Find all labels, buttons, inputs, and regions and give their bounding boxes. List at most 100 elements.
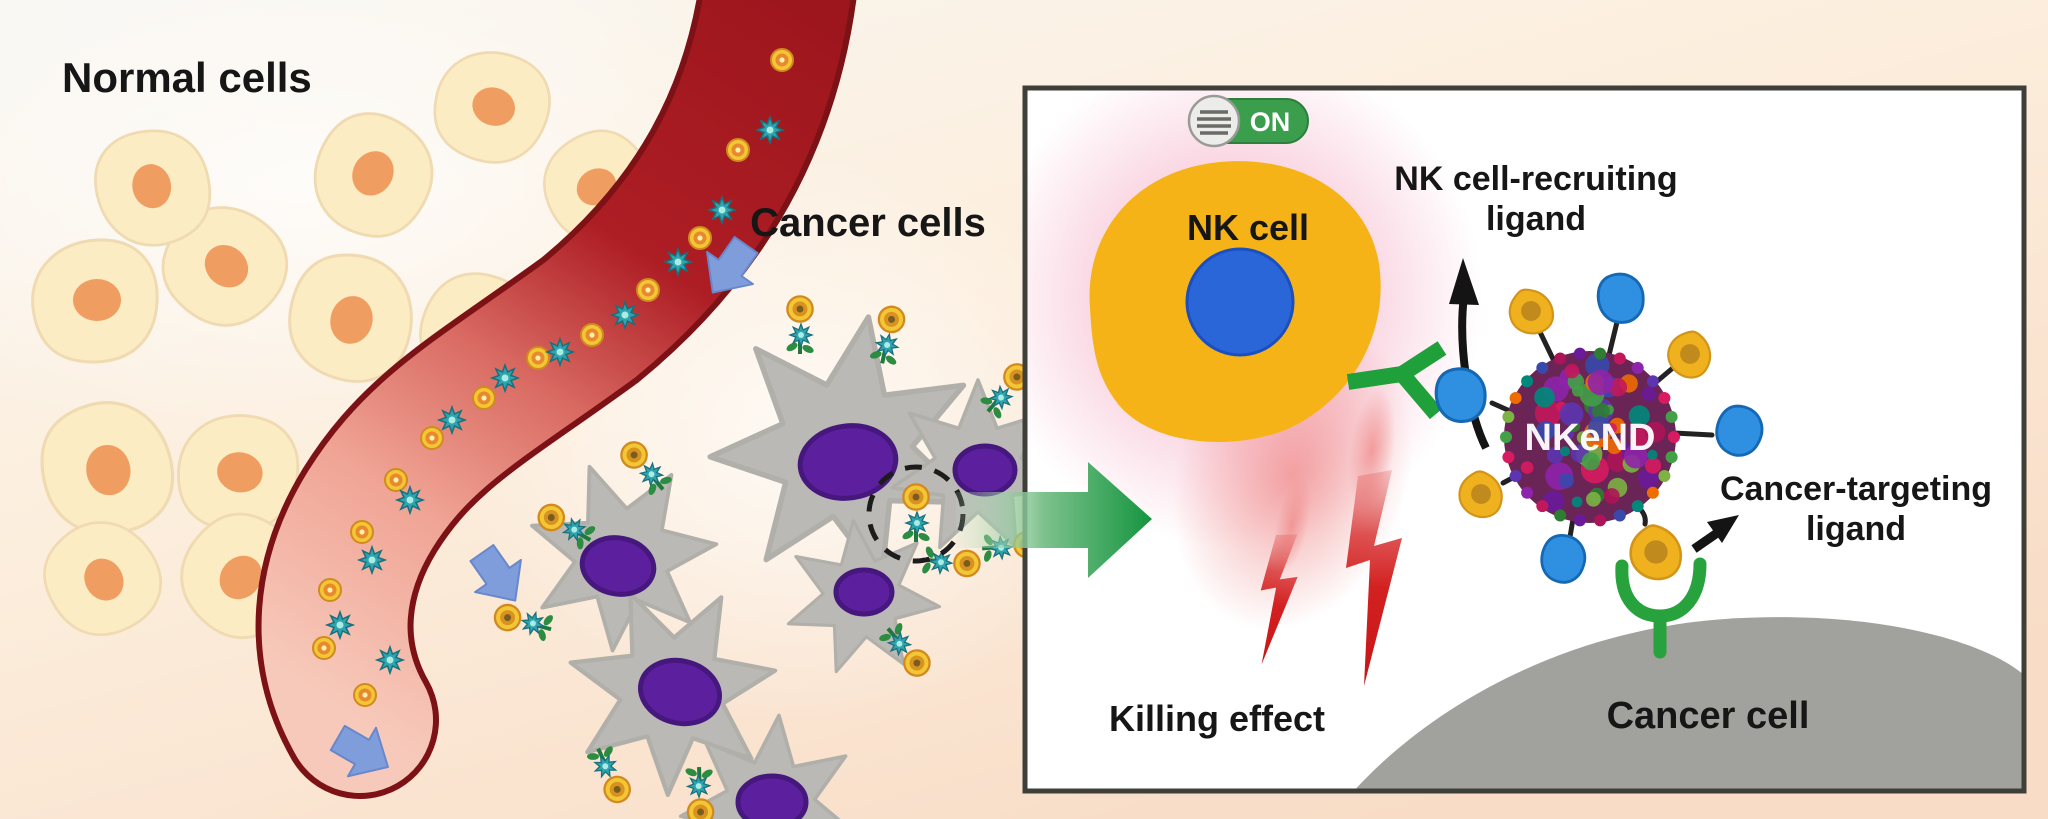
nanodrug-rim-bump xyxy=(1521,375,1534,388)
striped-knob-icon xyxy=(1187,94,1241,148)
toggle-state-label: ON xyxy=(1250,107,1291,137)
green-y-receptor-icon xyxy=(1346,341,1447,420)
teal-star-nanoparticle-icon xyxy=(438,406,466,434)
nanodrug-rim-bump xyxy=(1554,509,1567,522)
nanodrug-rim-bump xyxy=(1573,347,1586,360)
nanodrug-speckle xyxy=(1641,387,1657,402)
nanodrug-speckle xyxy=(1558,473,1574,489)
nanodrug-rim-bump xyxy=(1665,451,1678,464)
normal-cell-shape xyxy=(31,238,159,364)
yellow-ring-particle-icon xyxy=(384,468,408,492)
nk-cell-nucleus xyxy=(1185,247,1295,357)
nanodrug-label: NKeND xyxy=(1525,417,1656,459)
nanodrug-speckle xyxy=(1647,449,1658,460)
nanodrug-rim-bump xyxy=(1554,352,1567,365)
nanodrug-protein-speckles xyxy=(1500,347,1680,527)
cancer-cell-nucleus xyxy=(952,443,1018,497)
cancer-cell-nucleus xyxy=(579,535,657,597)
nanodrug-speckle xyxy=(1559,446,1571,457)
cancer-cell-nucleus xyxy=(797,423,899,501)
cancer-cell-nucleus xyxy=(735,773,809,819)
nanodrug-rim-bump xyxy=(1536,500,1549,513)
nanodrug-rim-bump xyxy=(1502,410,1515,423)
black-up-right-arrow-icon xyxy=(1691,515,1739,553)
knob-stripes-icon xyxy=(1197,110,1231,135)
nanodrug-rim-bump xyxy=(1502,451,1515,464)
yellow-ring-particle-icon xyxy=(318,578,342,602)
cancer-cell-nucleus xyxy=(637,657,723,727)
yellow-ring-particle-icon xyxy=(770,48,794,72)
nanodrug-rim-bump xyxy=(1631,500,1644,513)
nk-recruiting-label-line2: ligand xyxy=(1486,200,1586,238)
nanodrug-rim-bump xyxy=(1668,431,1680,443)
teal-star-nanoparticle-icon xyxy=(396,486,424,514)
nanodrug-speckle xyxy=(1563,428,1574,440)
nanodrug-rim-bump xyxy=(1646,375,1659,388)
nanodrug-rim-bump xyxy=(1509,470,1522,482)
nanodrug-speckle xyxy=(1603,488,1620,504)
nanodrug-speckle xyxy=(1644,421,1666,443)
teal-star-nanoparticle-icon xyxy=(756,116,784,144)
nanodrug-speckle xyxy=(1628,405,1650,427)
nanodrug-rim-bump xyxy=(1658,470,1671,482)
detail-panel-border xyxy=(1022,85,2027,794)
nk-recruiting-label-line1: NK cell-recruiting xyxy=(1394,160,1677,198)
nanodrug-rim-bump xyxy=(1646,486,1659,499)
nanodrug-speckle xyxy=(1564,363,1580,379)
green-cup-receptor-icon xyxy=(1615,557,1707,659)
teal-star-nanoparticle-icon xyxy=(708,196,736,224)
nanodrug-nkend: NKeND xyxy=(1456,268,1769,587)
yellow-ring-particle-icon xyxy=(353,683,377,707)
cancer-targeting-label-line2: ligand xyxy=(1806,510,1906,548)
detail-panel-content: NK cell ON NK cell-recruiting ligand xyxy=(1025,88,2024,791)
cancer-cell-dome xyxy=(1353,617,2024,791)
yellow-ring-particle-icon xyxy=(312,636,336,660)
teal-star-nanoparticle-icon xyxy=(611,301,639,329)
nanodrug-speckle xyxy=(1520,461,1534,474)
teal-star-nanoparticle-icon xyxy=(491,364,519,392)
nanodrug-speckle xyxy=(1546,447,1564,464)
nanodrug-speckle xyxy=(1536,420,1556,440)
nanodrug-rim-bump xyxy=(1509,392,1522,404)
nk-cell-label: NK cell xyxy=(1187,207,1309,248)
yellow-ring-particle-icon xyxy=(420,426,444,450)
toggle-on-icon: ON xyxy=(1187,94,1309,148)
cancer-cells-label: Cancer cells xyxy=(750,201,986,245)
nanodrug-speckle xyxy=(1581,452,1601,471)
teal-star-nanoparticle-icon xyxy=(546,338,574,366)
cancer-cell-nucleus xyxy=(833,567,895,617)
teal-star-nanoparticle-icon xyxy=(358,546,386,574)
nanodrug-speckle xyxy=(1592,402,1610,421)
nanodrug-rim-bump xyxy=(1613,352,1626,365)
yellow-ring-particle-icon xyxy=(350,520,374,544)
nanodrug-speckle xyxy=(1571,496,1583,508)
nanodrug-rim-bump xyxy=(1613,509,1626,522)
teal-star-nanoparticle-icon xyxy=(376,646,404,674)
teal-star-nanoparticle-icon xyxy=(326,611,354,639)
nanodrug-rim-bump xyxy=(1500,431,1512,443)
nanodrug-speckle xyxy=(1559,402,1584,427)
cancer-cells-cluster xyxy=(500,294,1066,819)
yellow-ring-particle-icon xyxy=(580,323,604,347)
nanodrug-speckle xyxy=(1624,444,1648,469)
nanodrug-speckle xyxy=(1534,386,1555,408)
yellow-ring-particle-icon xyxy=(526,346,550,370)
nanodrug-speckle xyxy=(1588,416,1611,439)
nanodrug-speckle xyxy=(1606,437,1623,455)
cancer-targeting-label-line1: Cancer-targeting xyxy=(1720,470,1992,508)
nanodrug-speckle xyxy=(1586,491,1601,507)
yellow-ring-particle-icon xyxy=(688,226,712,250)
cancer-cell-label: Cancer cell xyxy=(1607,695,1810,737)
nanodrug-rim-bump xyxy=(1521,486,1534,499)
nanodrug-speckle xyxy=(1572,385,1584,397)
nanodrug-rim-bump xyxy=(1536,361,1549,374)
yellow-ring-particle-icon xyxy=(636,278,660,302)
green-right-arrow-icon xyxy=(956,462,1152,578)
nanodrug-speckle xyxy=(1645,457,1662,474)
teal-star-nanoparticle-icon xyxy=(664,248,692,276)
nanodrug-rim-bump xyxy=(1665,410,1678,423)
nanodrug-speckle xyxy=(1543,490,1565,512)
nanodrug-rim-bump xyxy=(1573,514,1586,527)
